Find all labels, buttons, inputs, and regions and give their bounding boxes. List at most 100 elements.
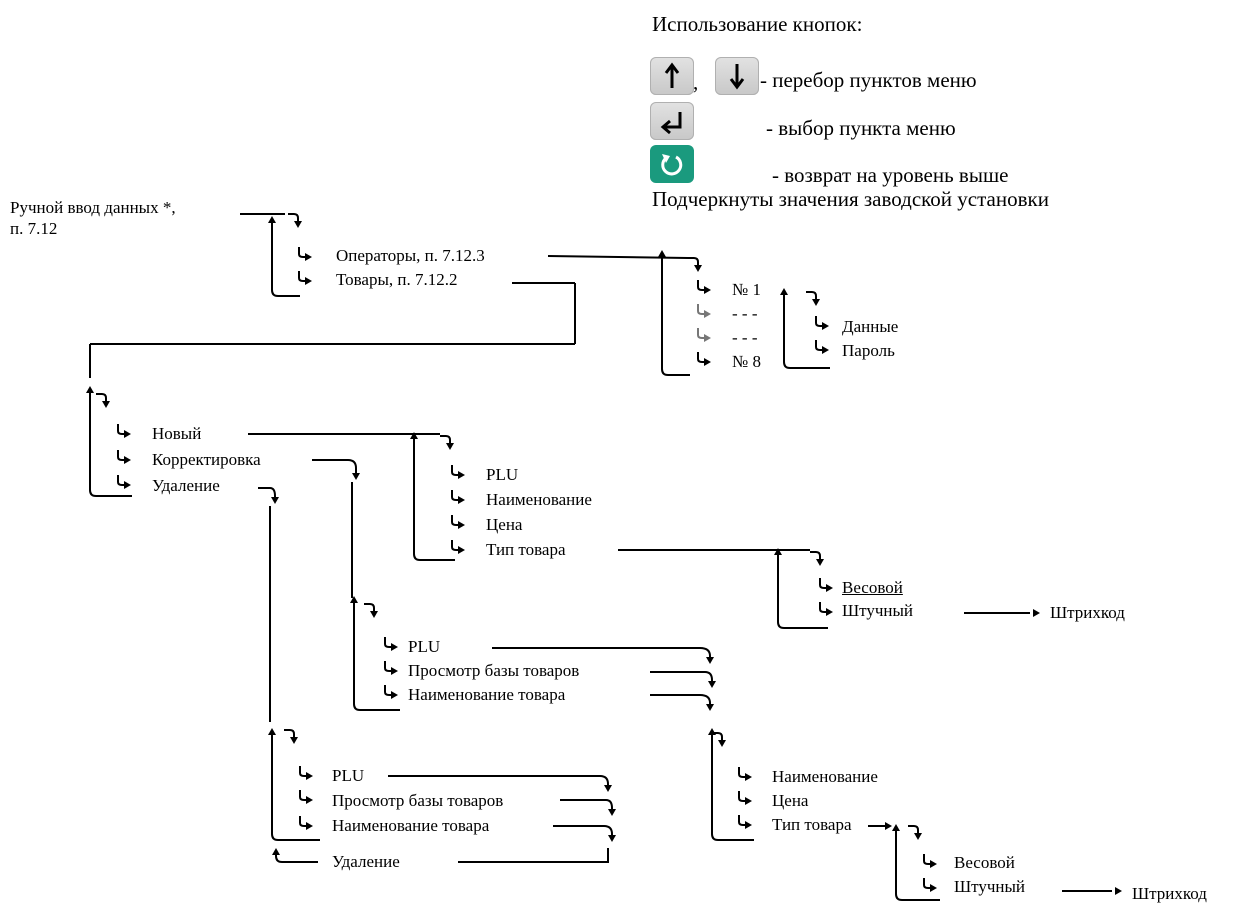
- edit-browse: Просмотр базы товаров: [408, 661, 580, 680]
- connector-17: [697, 328, 709, 339]
- connector-129: [458, 848, 609, 863]
- connector-106: [895, 830, 940, 901]
- connector-88: [712, 732, 723, 745]
- connector-120: [306, 822, 313, 830]
- new-type: Тип товара: [486, 540, 566, 559]
- connector-29: [783, 294, 830, 369]
- connector-93: [745, 797, 752, 805]
- connector-86: [650, 694, 711, 707]
- connector-20: [704, 358, 711, 366]
- operator-dots-2: - - -: [732, 328, 758, 347]
- connector-46: [440, 435, 451, 448]
- connector-105: [930, 884, 937, 892]
- connector-99: [885, 822, 892, 830]
- delete-action: Удаление: [332, 852, 400, 871]
- connector-122: [268, 728, 276, 735]
- enter-key: [650, 102, 694, 140]
- connector-68: [1033, 609, 1040, 617]
- connector-51: [458, 496, 465, 504]
- connector-80: [353, 602, 400, 711]
- connector-39: [117, 450, 129, 461]
- connector-10: [547, 255, 689, 259]
- connector-123: [388, 775, 609, 788]
- goods-edit: Корректировка: [152, 450, 261, 469]
- edit-type-piece: Штучный: [954, 877, 1026, 896]
- connector-5: [305, 253, 312, 261]
- connector-42: [124, 481, 131, 489]
- connector-69: [312, 459, 357, 478]
- connector-109: [1115, 887, 1122, 895]
- connector-85: [708, 681, 716, 688]
- menu-item-goods: Товары, п. 7.12.2: [336, 270, 458, 289]
- connector-2: [288, 213, 299, 226]
- connector-61: [819, 578, 831, 589]
- connector-72: [364, 603, 375, 616]
- connector-119: [299, 816, 311, 827]
- connector-26: [822, 322, 829, 330]
- operator-first: № 1: [732, 280, 761, 299]
- arrow-down-key: [715, 57, 759, 95]
- connector-3: [294, 221, 302, 228]
- connector-40: [124, 456, 131, 464]
- connector-115: [299, 766, 311, 777]
- connector-22: [658, 250, 666, 257]
- connector-19: [697, 352, 709, 363]
- connector-104: [923, 878, 935, 889]
- connector-12: [694, 265, 702, 272]
- connector-103: [930, 860, 937, 868]
- connector-49: [458, 471, 465, 479]
- connector-70: [352, 473, 360, 480]
- legend-title: Использование кнопок:: [652, 12, 863, 36]
- connector-30: [780, 288, 788, 295]
- delete-plu: PLU: [332, 766, 365, 785]
- connector-48: [451, 465, 463, 476]
- connector-92: [738, 791, 750, 802]
- new-plu: PLU: [486, 465, 519, 484]
- connector-84: [650, 671, 713, 684]
- new-type-piece: Штучный: [842, 601, 914, 620]
- connector-97: [708, 728, 716, 735]
- connector-25: [815, 316, 827, 327]
- connector-79: [391, 691, 398, 699]
- connector-64: [826, 608, 833, 616]
- edit-plu: PLU: [408, 637, 441, 656]
- new-type-weight: Весовой: [842, 578, 903, 597]
- connector-83: [706, 657, 714, 664]
- new-price: Цена: [486, 515, 523, 534]
- connector-130: [275, 852, 318, 863]
- edit-field-type: Тип товара: [772, 815, 852, 834]
- connector-8: [271, 222, 300, 297]
- goods-new: Новый: [152, 424, 202, 443]
- connector-11: [688, 257, 699, 270]
- connector-126: [608, 809, 616, 816]
- legend-comma: ,: [693, 70, 699, 94]
- connector-23: [806, 291, 817, 304]
- connector-43: [89, 392, 132, 497]
- connector-74: [384, 637, 396, 648]
- edit-field-price: Цена: [772, 791, 809, 810]
- goods-delete: Удаление: [152, 476, 220, 495]
- connector-77: [391, 667, 398, 675]
- connector-52: [451, 515, 463, 526]
- delete-browse: Просмотр базы товаров: [332, 791, 504, 810]
- back-key: [650, 145, 694, 183]
- connector-7: [305, 277, 312, 285]
- edit-barcode: Штрихкод: [1132, 884, 1207, 903]
- connector-16: [704, 310, 711, 318]
- connector-66: [774, 548, 782, 555]
- connector-15: [697, 304, 709, 315]
- connector-131: [272, 848, 280, 855]
- connector-59: [810, 551, 821, 564]
- root-label-line2: п. 7.12: [10, 219, 58, 238]
- connector-18: [704, 334, 711, 342]
- connector-102: [923, 854, 935, 865]
- connector-95: [745, 821, 752, 829]
- connector-14: [704, 286, 711, 294]
- arrow-up-key: [650, 57, 694, 95]
- connector-76: [384, 661, 396, 672]
- operator-password: Пароль: [842, 341, 895, 360]
- legend-enter-description: - выбор пункта меню: [766, 116, 956, 140]
- connector-114: [290, 737, 298, 744]
